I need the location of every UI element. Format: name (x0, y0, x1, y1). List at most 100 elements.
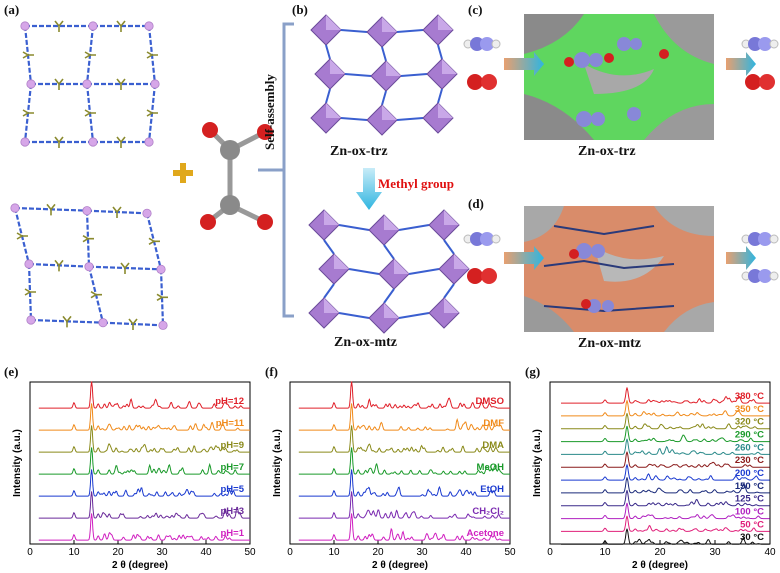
methyl-group-label: Methyl group (378, 176, 454, 191)
panel-f-label: (f) (265, 364, 278, 379)
xrd-trace (561, 464, 770, 481)
trace-label: DMSO (476, 396, 505, 407)
trace-label: 320 °C (735, 417, 764, 428)
trace-label: 150 °C (735, 481, 764, 492)
trace-label: pH=12 (215, 396, 244, 407)
xrd-trace (298, 381, 510, 409)
b-top-caption: Zn-ox-trz (330, 144, 388, 159)
x-tick-label: 40 (460, 547, 472, 558)
xrd-trace (38, 491, 250, 519)
x-tick-label: 30 (156, 547, 168, 558)
polyhedra-trz (310, 14, 458, 136)
panel-e-label: (e) (4, 364, 19, 379)
xrd-trace (298, 425, 510, 453)
xrd-trace (38, 447, 250, 475)
trace-label: 350 °C (735, 404, 764, 415)
x-axis-label: 2 θ (degree) (632, 560, 688, 571)
y-axis-label: Intensity (a.u.) (532, 429, 543, 497)
x-axis-label: 2 θ (degree) (112, 560, 168, 571)
trace-label: 125 °C (735, 494, 764, 505)
xrd-trace (38, 381, 250, 409)
x-tick-label: 0 (547, 547, 553, 558)
trace-label: pH=11 (216, 418, 245, 429)
x-tick-label: 20 (112, 547, 124, 558)
trace-label: pH=9 (221, 440, 245, 451)
x-tick-label: 10 (68, 547, 80, 558)
x-tick-label: 40 (200, 547, 212, 558)
polyhedra-grid (310, 14, 458, 136)
panel-b-label: (b) (292, 2, 308, 17)
x-tick-label: 50 (504, 547, 516, 558)
y-axis-label: Intensity (a.u.) (12, 429, 23, 497)
x-tick-label: 20 (372, 547, 384, 558)
xrd-trace (561, 413, 770, 430)
trace-label: DMA (482, 440, 504, 451)
self-assembly-label: Self-assembly (262, 74, 277, 150)
trace-label: pH=3 (221, 506, 245, 517)
plus-sign-icon (173, 163, 193, 183)
pore-surface-mtz (524, 206, 714, 332)
plot-frame (29, 381, 251, 545)
self-assembly-bracket (258, 22, 294, 318)
x-axis-label: 2 θ (degree) (372, 560, 428, 571)
framework-grid (20, 20, 160, 148)
y-axis-label: Intensity (a.u.) (272, 429, 283, 497)
x-tick-label: 20 (654, 547, 666, 558)
trace-label: 200 °C (735, 468, 764, 479)
xrd-chart-e: 0 10 20 30 40 50 2 θ (degree) Intensity (a.u.) p… (12, 381, 256, 571)
panel-c-label: (c) (468, 2, 483, 17)
xrd-trace (561, 438, 770, 455)
panel-d-label: (d) (468, 196, 484, 211)
trace-label: 230 °C (735, 455, 764, 466)
trace-label: 50 °C (740, 519, 764, 530)
oxalate-molecule (200, 122, 273, 230)
b-bottom-caption: Zn-ox-mtz (334, 335, 397, 350)
trace-label: 380 °C (735, 391, 764, 402)
xrd-trace (38, 513, 250, 541)
x-tick-label: 40 (764, 547, 776, 558)
x-tick-label: 30 (709, 547, 721, 558)
trace-label: MeOH (477, 462, 505, 473)
down-arrow-icon (356, 168, 382, 210)
xrd-trace (561, 528, 770, 545)
trace-label: 100 °C (735, 507, 764, 518)
trace-label: CH₂Cl₂ (472, 506, 504, 517)
trace-label: EtOH (480, 484, 504, 495)
framework-trz-structure (20, 20, 160, 148)
xrd-trace (561, 451, 770, 468)
x-tick-label: 0 (27, 547, 33, 558)
c-caption: Zn-ox-trz (578, 144, 636, 159)
trace-label: pH=1 (221, 528, 245, 539)
x-tick-label: 50 (244, 547, 256, 558)
xrd-trace (38, 469, 250, 497)
trace-label: Acetone (467, 528, 504, 539)
plot-frame (289, 381, 511, 545)
trace-label: pH=7 (221, 462, 245, 473)
x-tick-label: 0 (287, 547, 293, 558)
polyhedra-grid (308, 209, 470, 334)
panel-a-label: (a) (4, 2, 20, 17)
xrd-trace (561, 425, 770, 443)
panel-g-label: (g) (525, 364, 541, 379)
framework-mtz-structure (10, 203, 168, 330)
xrd-trace (561, 387, 770, 404)
xrd-trace (298, 403, 510, 431)
xrd-trace (561, 400, 770, 417)
trace-label: 30 °C (740, 532, 764, 543)
x-tick-label: 10 (599, 547, 611, 558)
framework-grid (10, 203, 168, 330)
xrd-trace (298, 447, 510, 475)
xrd-trace (38, 403, 250, 431)
x-tick-label: 30 (416, 547, 428, 558)
pore-surface-trz (524, 14, 714, 140)
trace-label: DMF (483, 418, 504, 429)
x-tick-label: 10 (328, 547, 340, 558)
polyhedra-mtz (308, 209, 470, 334)
xrd-trace (561, 502, 770, 520)
xrd-trace (561, 515, 770, 532)
gas-molecules-and-arrows (463, 37, 779, 284)
xrd-trace (298, 469, 510, 497)
xrd-chart-f: 0 10 20 30 40 50 2 θ (degree) Intensity (a.u.) D… (272, 381, 516, 571)
xrd-trace (561, 477, 770, 494)
xrd-trace (38, 425, 250, 453)
